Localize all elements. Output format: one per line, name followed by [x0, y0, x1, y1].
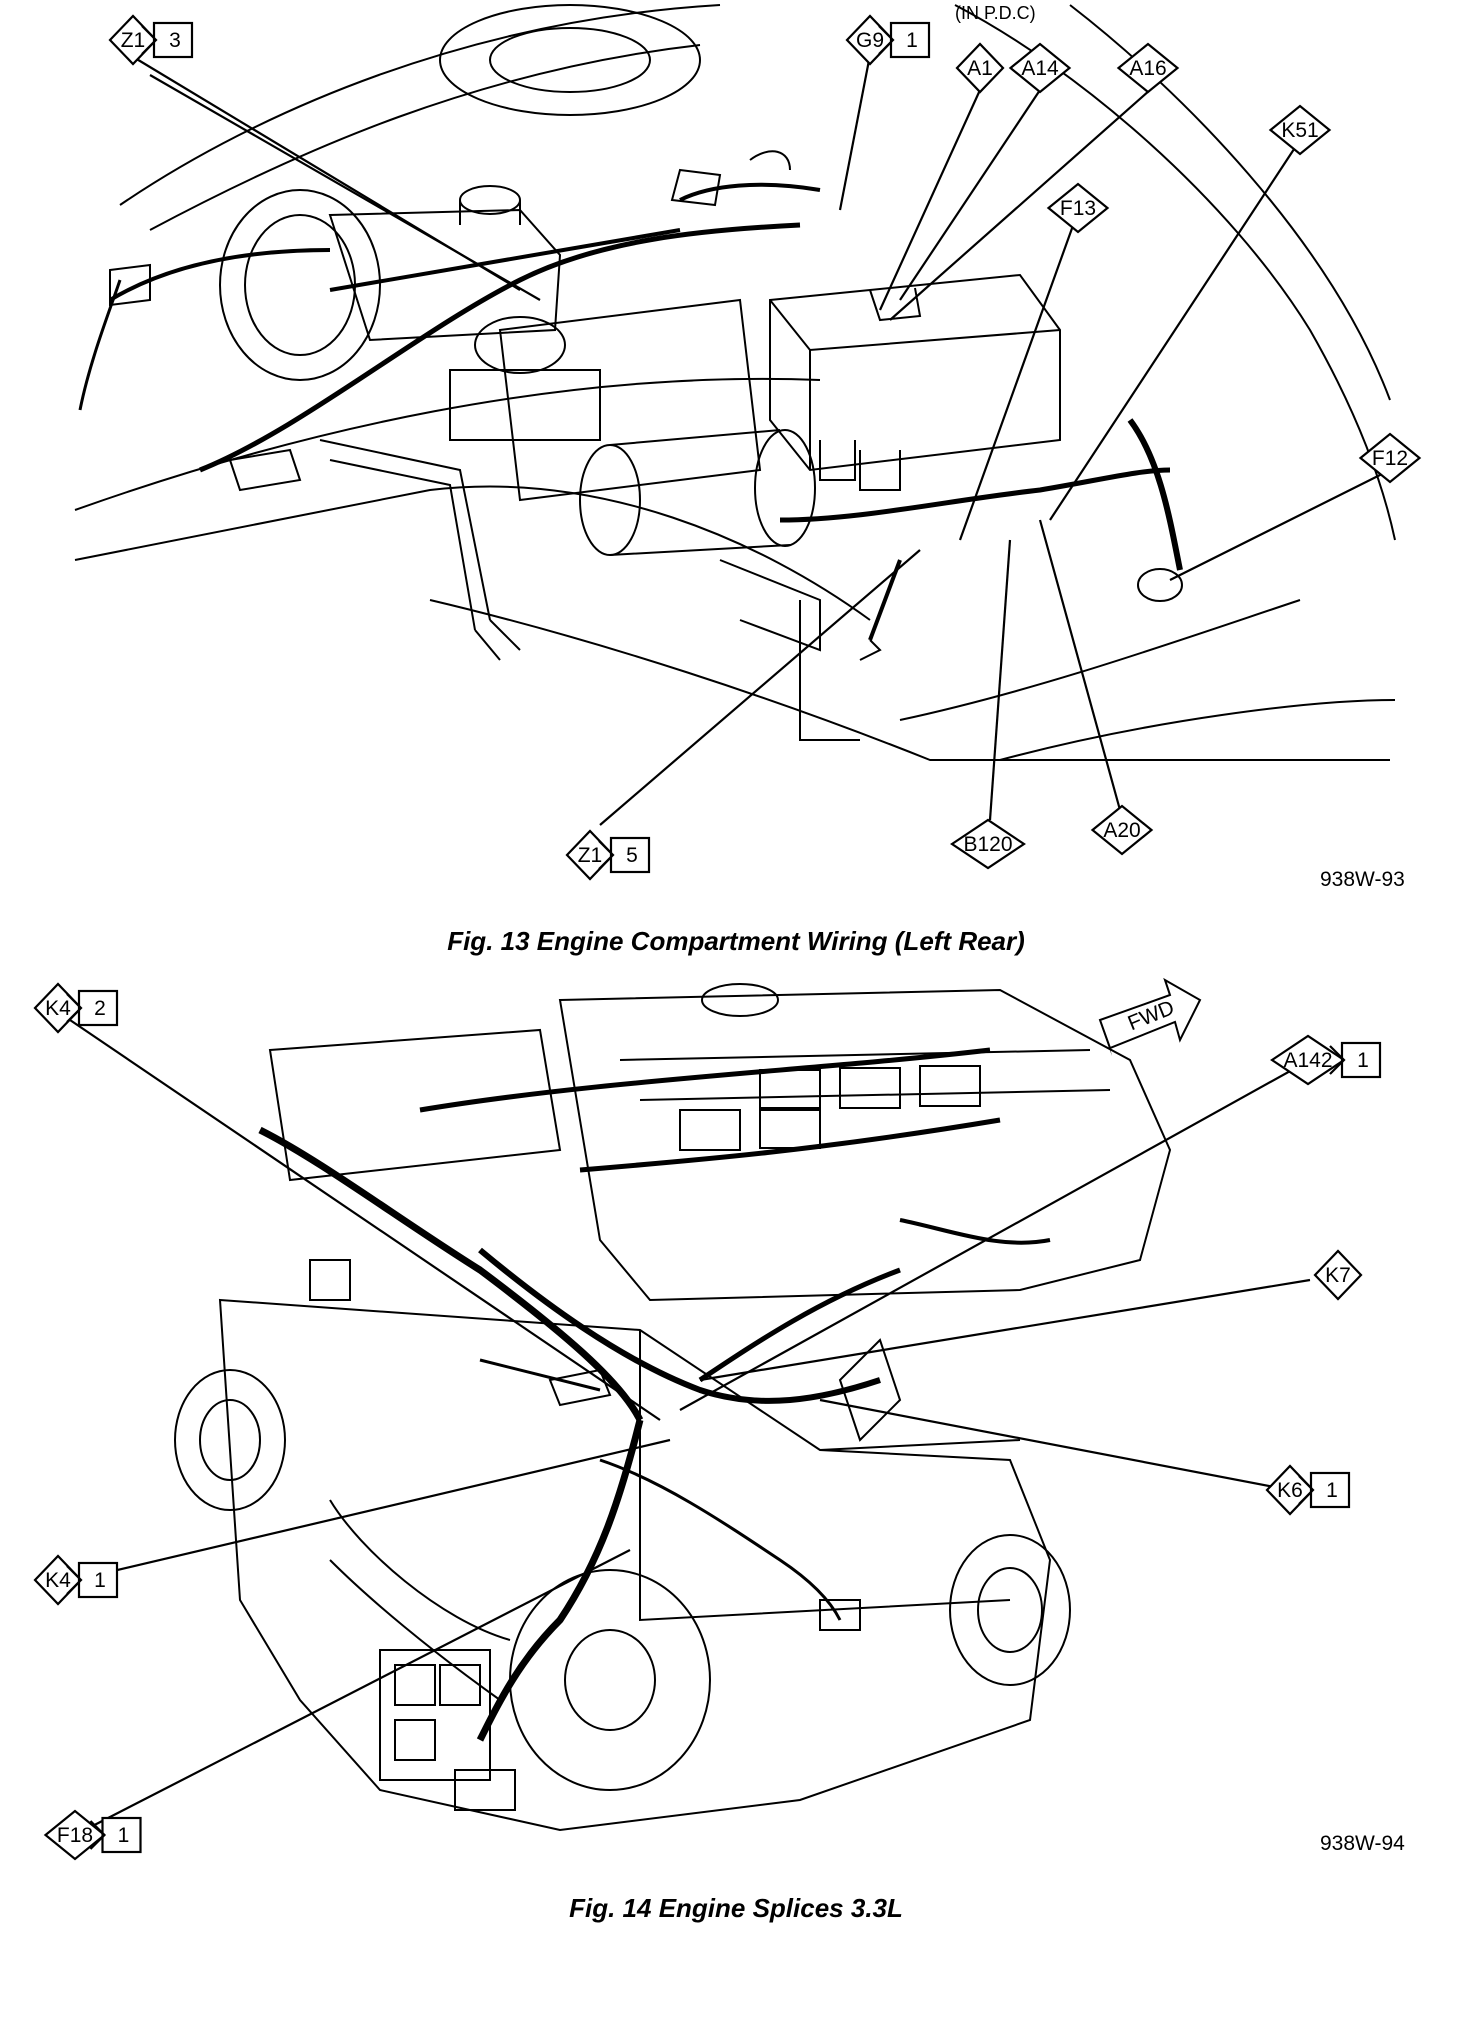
callout-number: 3	[169, 29, 181, 52]
callout-number-box	[1340, 1041, 1382, 1079]
callout-diamond	[1116, 42, 1180, 94]
callout-label: K7	[1325, 1264, 1351, 1287]
callout-tip	[878, 25, 895, 55]
callout-label: B120	[963, 833, 1012, 856]
callout-number-box	[77, 1561, 119, 1599]
callout-number-box	[609, 836, 651, 874]
callout-tip	[66, 993, 83, 1023]
callout-k6-1: K6 1	[1265, 1464, 1351, 1516]
callout-a142-1: A142 1	[1270, 1034, 1382, 1086]
pdc-note: (IN P.D.C)	[955, 3, 1036, 23]
callout-label: A142	[1283, 1049, 1332, 1072]
callout-label: A20	[1103, 819, 1140, 842]
fig14-caption: Fig. 14 Engine Splices 3.3L	[569, 1893, 903, 1923]
callout-tip	[66, 1565, 83, 1595]
callout-diamond	[1008, 42, 1072, 94]
callout-z1-3: Z1 3	[108, 14, 194, 66]
callout-number-box	[152, 21, 194, 59]
callout-label: G9	[856, 29, 884, 52]
callout-b120: B120	[950, 818, 1026, 870]
callout-number: 1	[1326, 1479, 1338, 1502]
callout-number: 1	[906, 29, 918, 52]
callout-tip	[1298, 1475, 1315, 1505]
fig13-caption: Fig. 13 Engine Compartment Wiring (Left …	[447, 926, 1025, 956]
callout-k7: K7	[1313, 1249, 1363, 1301]
callout-tip	[89, 1820, 107, 1850]
callout-diamond	[955, 42, 1005, 94]
callout-f13: F13	[1046, 182, 1110, 234]
callout-label: K4	[45, 1569, 71, 1592]
callout-f18-1: F18 1	[43, 1809, 142, 1861]
callout-number-box	[77, 989, 119, 1027]
callout-tip	[598, 840, 615, 870]
callout-label: Z1	[121, 29, 146, 52]
callout-number-box	[101, 1816, 142, 1854]
callout-label: A14	[1021, 57, 1059, 80]
forward-arrow-icon: FWD	[1098, 977, 1202, 1056]
callout-label: F13	[1060, 197, 1096, 220]
callout-tip	[1329, 1045, 1346, 1075]
callout-label: F12	[1372, 447, 1408, 470]
callout-number: 2	[94, 997, 106, 1020]
callout-label: K4	[45, 997, 71, 1020]
callout-z1-5: Z1 5	[565, 829, 651, 881]
callout-label: A1	[967, 57, 993, 80]
callout-a16: A16	[1116, 42, 1180, 94]
callout-diamond	[1090, 804, 1154, 856]
callout-tip	[141, 25, 158, 55]
callout-number: 1	[1357, 1049, 1369, 1072]
callout-diamond	[1268, 104, 1332, 156]
callout-number: 1	[94, 1569, 106, 1592]
callout-diamond	[1313, 1249, 1363, 1301]
callout-label: K51	[1281, 119, 1318, 142]
fig14-drawing	[174, 983, 1172, 1832]
fig13-leader-lines	[129, 54, 1391, 826]
callout-k4-1: K4 1	[33, 1554, 119, 1606]
fig13-drawing	[74, 4, 1396, 761]
callout-diamond	[1358, 432, 1422, 484]
fig13-code: 938W-93	[1320, 868, 1405, 891]
callout-label: K6	[1277, 1479, 1303, 1502]
fig14-code: 938W-94	[1320, 1832, 1405, 1855]
callout-a1: A1	[955, 42, 1005, 94]
fig14-leader-lines	[69, 1019, 1311, 1836]
callout-number-box	[1309, 1471, 1351, 1509]
callout-label: A16	[1129, 57, 1166, 80]
callout-number: 5	[626, 844, 638, 867]
callout-diamond	[950, 818, 1026, 870]
callout-number: 1	[118, 1824, 130, 1847]
callout-f12: F12	[1358, 432, 1422, 484]
callout-label: F18	[57, 1824, 93, 1847]
callout-a14: A14	[1008, 42, 1072, 94]
callout-a20: A20	[1090, 804, 1154, 856]
callout-number-box	[889, 21, 931, 59]
callout-k4-2: K4 2	[33, 982, 119, 1034]
callout-g9-1: G9 1	[845, 14, 931, 66]
callout-k51: K51	[1268, 104, 1332, 156]
callout-label: Z1	[578, 844, 603, 867]
callout-diamond	[1046, 182, 1110, 234]
